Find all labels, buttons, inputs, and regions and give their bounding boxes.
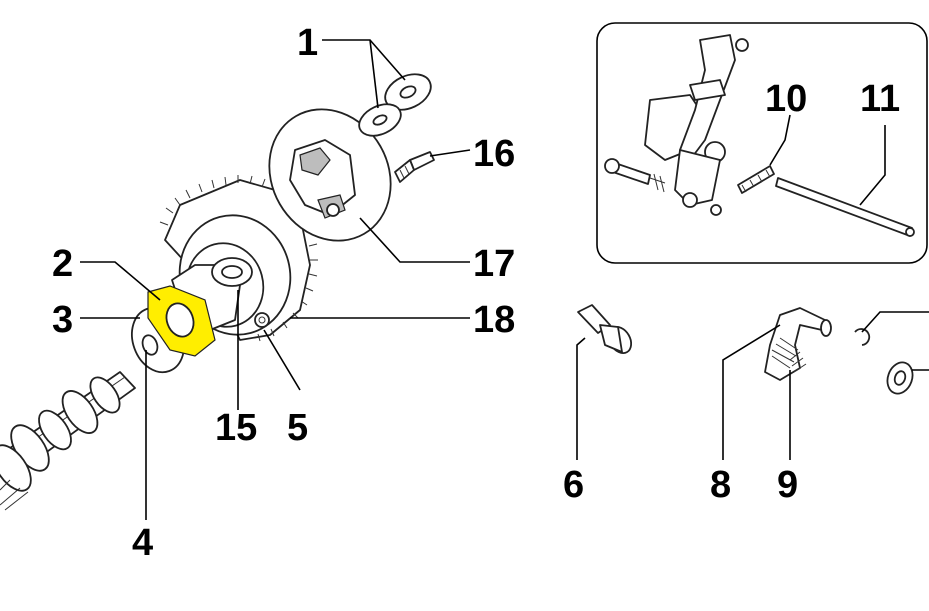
callout-2: 2 — [52, 243, 73, 285]
callout-17: 17 — [473, 243, 515, 285]
highlighted-seal-ring-2 — [147, 285, 216, 357]
callout-18: 18 — [473, 299, 515, 341]
callout-6: 6 — [563, 464, 584, 506]
part-8-bracket — [764, 307, 832, 381]
callout-3: 3 — [52, 299, 73, 341]
part-6 — [577, 304, 633, 355]
inset-box — [596, 22, 928, 264]
camshaft — [0, 371, 136, 511]
callout-16: 16 — [473, 133, 515, 175]
callout-1: 1 — [297, 22, 318, 64]
leader-lines — [80, 39, 929, 520]
callout-10: 10 — [765, 78, 807, 120]
part-9-spring — [789, 351, 807, 373]
callout-11: 11 — [860, 78, 900, 120]
callout-labels: 1 2 3 4 5 6 8 9 10 11 15 16 17 18 — [52, 22, 900, 564]
cover-plate-17 — [268, 108, 392, 242]
callout-9: 9 — [777, 464, 798, 506]
callout-15: 15 — [215, 407, 257, 449]
part-right-clip — [854, 328, 914, 395]
washers-1 — [358, 73, 432, 137]
callout-4: 4 — [132, 522, 153, 564]
callout-8: 8 — [710, 464, 731, 506]
screw-16 — [394, 151, 435, 183]
timing-gear — [159, 175, 318, 342]
callout-5: 5 — [287, 407, 308, 449]
